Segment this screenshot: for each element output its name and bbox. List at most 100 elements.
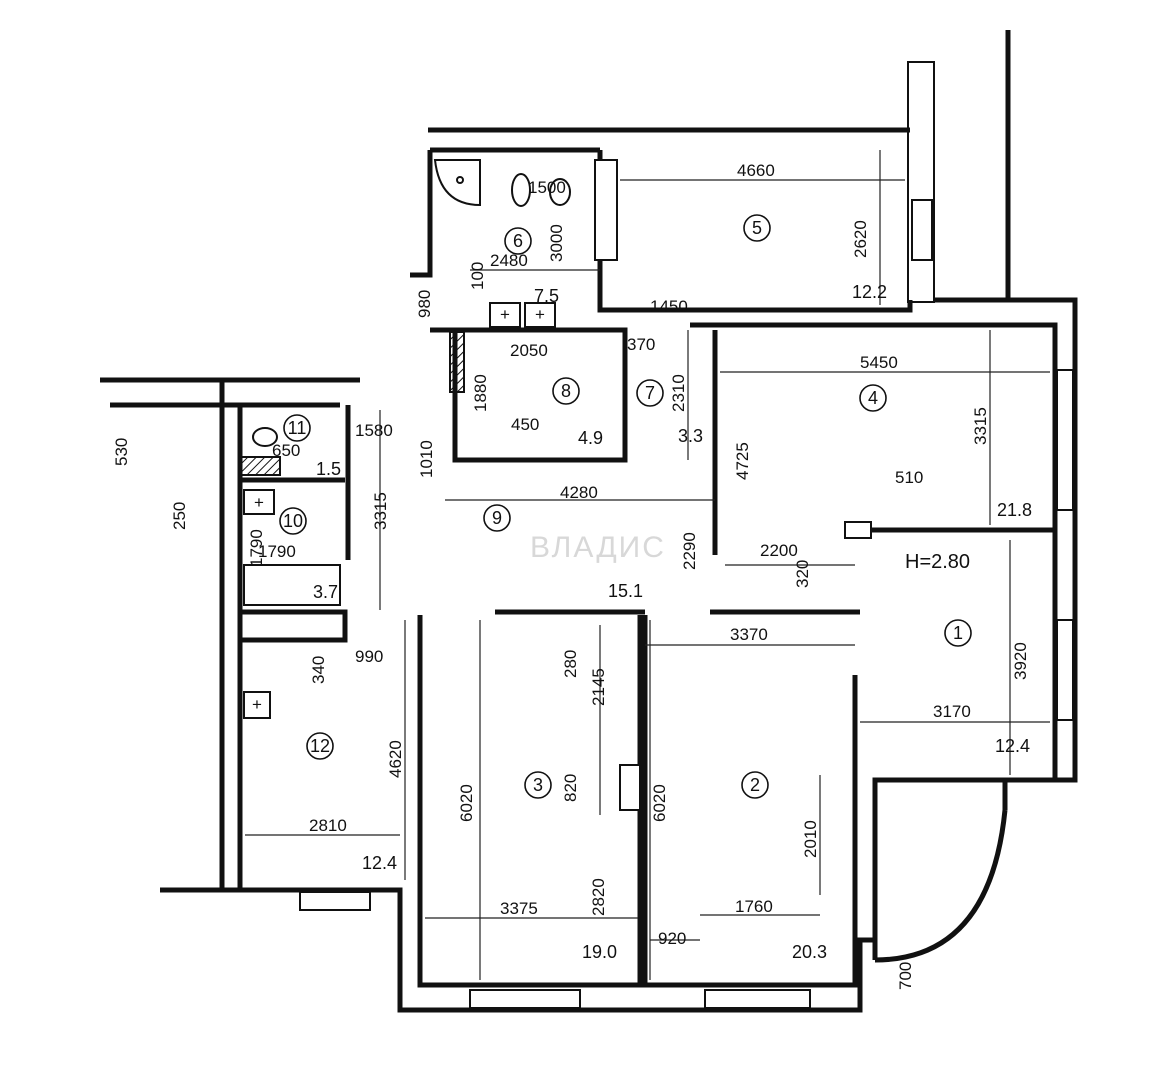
dim-2010: 2010: [801, 820, 820, 858]
area-room-2: 20.3: [792, 942, 827, 962]
dim-2200: 2200: [760, 541, 798, 560]
dim-4725: 4725: [733, 442, 752, 480]
room-7: 7: [636, 379, 664, 407]
dim-700: 700: [896, 962, 915, 990]
dim-1790a: 1790: [247, 529, 266, 567]
area-room-7: 3.3: [678, 426, 703, 446]
dimension-labels-vertical: 3000 2620 100 980 1880 2310 1010 3315 47…: [112, 220, 1030, 990]
dim-1880: 1880: [471, 374, 490, 412]
area-room-8: 4.9: [578, 428, 603, 448]
dim-250: 250: [170, 502, 189, 530]
svg-text:2: 2: [750, 775, 760, 795]
dim-320: 320: [793, 560, 812, 588]
dim-530: 530: [112, 438, 131, 466]
dim-2310: 2310: [669, 374, 688, 412]
room-2: 2: [741, 771, 769, 799]
dim-3315b: 3315: [371, 492, 390, 530]
svg-text:8: 8: [561, 381, 571, 401]
dim-4660: 4660: [737, 161, 775, 180]
room-6: 6: [504, 227, 532, 255]
dim-1500: 1500: [528, 178, 566, 197]
dim-100: 100: [468, 262, 487, 290]
svg-text:+: +: [500, 305, 510, 324]
area-room-11: 1.5: [316, 459, 341, 479]
dim-990: 990: [355, 647, 383, 666]
dim-6020a: 6020: [457, 784, 476, 822]
watermark: ВЛАДИС: [530, 531, 666, 564]
dim-370: 370: [627, 335, 655, 354]
dim-2810: 2810: [309, 816, 347, 835]
area-room-4: 21.8: [997, 500, 1032, 520]
dim-1760: 1760: [735, 897, 773, 916]
dim-280: 280: [561, 650, 580, 678]
fixtures: + + + +: [243, 159, 618, 719]
dimension-lines: [245, 150, 1050, 980]
dim-3315a: 3315: [971, 407, 990, 445]
svg-text:4: 4: [868, 388, 878, 408]
walls: [100, 30, 1078, 1013]
dim-1790b: 1790: [258, 542, 296, 561]
dim-920: 920: [658, 929, 686, 948]
dim-1450: 1450: [650, 297, 688, 316]
dim-2050: 2050: [510, 341, 548, 360]
bathtub-icon: [594, 159, 618, 261]
dim-3920: 3920: [1011, 642, 1030, 680]
dim-3375: 3375: [500, 899, 538, 918]
room-10: 10: [279, 507, 307, 535]
area-room-3: 19.0: [582, 942, 617, 962]
room-4: 4: [859, 384, 887, 412]
toilet-small-icon: [252, 427, 278, 447]
dim-3370: 3370: [730, 625, 768, 644]
dim-6020b: 6020: [650, 784, 669, 822]
dim-4280: 4280: [560, 483, 598, 502]
dim-1580: 1580: [355, 421, 393, 440]
svg-text:6: 6: [513, 231, 523, 251]
dim-980: 980: [415, 290, 434, 318]
dimension-labels: 4660 1500 2480 1450 2050 370 450 5450 65…: [258, 161, 971, 948]
dim-340: 340: [309, 656, 328, 684]
room-5: 5: [743, 214, 771, 242]
svg-text:11: 11: [288, 418, 307, 438]
dim-1010: 1010: [417, 440, 436, 478]
svg-text:7: 7: [645, 383, 655, 403]
bathtub-small-icon: [243, 564, 341, 606]
dim-650: 650: [272, 441, 300, 460]
svg-text:9: 9: [492, 508, 502, 528]
sink-icon: [511, 173, 531, 207]
area-extra: 7.5: [534, 286, 559, 306]
area-room-1: 12.4: [995, 736, 1030, 756]
toilet-icon: [549, 178, 571, 206]
dim-2480: 2480: [490, 251, 528, 270]
dim-450: 450: [511, 415, 539, 434]
svg-text:5: 5: [752, 218, 762, 238]
dim-3170: 3170: [933, 702, 971, 721]
dim-3000: 3000: [547, 224, 566, 262]
room-11: 11: [283, 414, 311, 442]
area-room-10: 3.7: [313, 582, 338, 602]
dim-2820: 2820: [589, 878, 608, 916]
dim-2290: 2290: [680, 532, 699, 570]
dim-510: 510: [895, 468, 923, 487]
dim-2620: 2620: [851, 220, 870, 258]
dim-820: 820: [561, 774, 580, 802]
dim-4620: 4620: [386, 740, 405, 778]
ceiling-height: H=2.80: [905, 551, 970, 573]
svg-text:1: 1: [953, 623, 963, 643]
room-3: 3: [524, 771, 552, 799]
area-room-9: 15.1: [608, 581, 643, 601]
svg-text:3: 3: [533, 775, 543, 795]
svg-text:+: +: [252, 695, 262, 714]
area-room-12: 12.4: [362, 853, 397, 873]
room-12: 12: [306, 732, 334, 760]
area-room-5: 12.2: [852, 282, 887, 302]
dim-2145: 2145: [589, 668, 608, 706]
dim-5450: 5450: [860, 353, 898, 372]
svg-text:10: 10: [283, 511, 303, 531]
svg-text:+: +: [535, 305, 545, 324]
room-1: 1: [944, 619, 972, 647]
room-8: 8: [552, 377, 580, 405]
room-9: 9: [483, 504, 511, 532]
svg-text:+: +: [254, 493, 264, 512]
svg-text:12: 12: [310, 736, 330, 756]
